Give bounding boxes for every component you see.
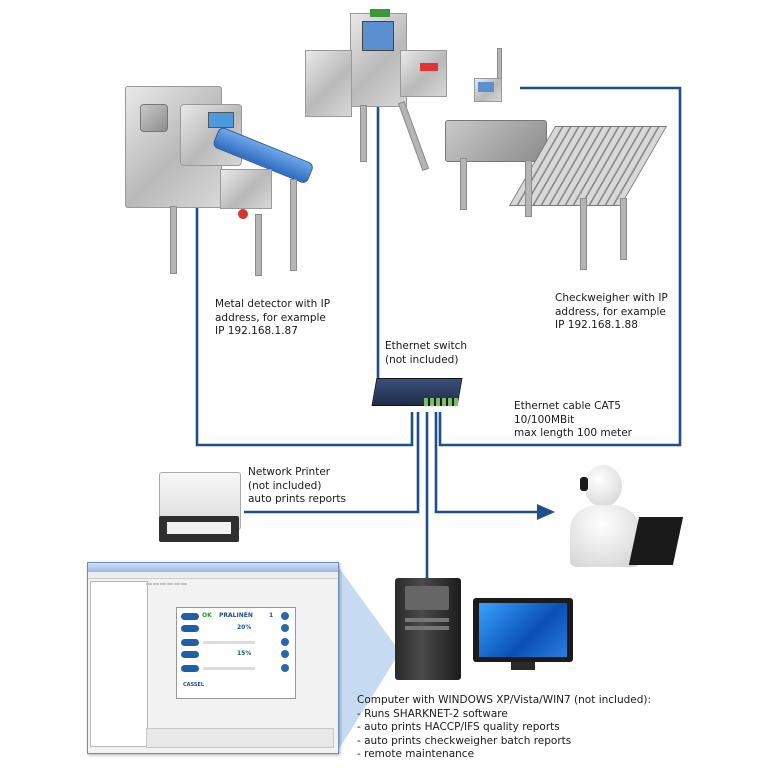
- value-2: 15%: [237, 650, 252, 657]
- window-tabs: [146, 581, 332, 588]
- window-title-bar: [88, 563, 338, 572]
- product-name: PRALINEN: [219, 612, 253, 619]
- device-tree: [90, 581, 148, 747]
- device-panel: OK PRALINEN 1 20% 15% CASSEL: [176, 607, 296, 699]
- computer-label: Computer with WINDOWS XP/Vista/WIN7 (not…: [357, 694, 652, 760]
- metal-detector-label: Metal detector with IP address, for exam…: [215, 298, 331, 337]
- screenshot-callout: [337, 565, 400, 752]
- printer-icon: [155, 460, 243, 548]
- checkweigher-label: Checkweigher with IP address, for exampl…: [555, 292, 668, 331]
- status-ok: OK: [202, 612, 212, 619]
- window-menu-bar: [88, 572, 338, 579]
- metal-detector-cable: [195, 168, 414, 447]
- value-1: 20%: [237, 624, 252, 631]
- window-status-bar: [146, 728, 334, 748]
- product-count: 1: [269, 612, 274, 619]
- network-printer-label: Network Printer (not included) auto prin…: [248, 466, 346, 505]
- computer-tower-icon: [395, 578, 461, 680]
- monitor-icon: [473, 598, 573, 670]
- support-person-icon: [570, 465, 690, 580]
- brand-logo: CASSEL: [183, 682, 205, 688]
- printer-cable: [244, 412, 420, 514]
- remote-arrow-icon: [537, 504, 555, 520]
- inspection-machine: [300, 5, 447, 175]
- remote-cable: [434, 412, 545, 514]
- checkweigher-cable: [438, 86, 682, 447]
- software-screenshot: OK PRALINEN 1 20% 15% CASSEL: [87, 562, 339, 754]
- ethernet-switch-label: Ethernet switch (not included): [385, 340, 468, 366]
- ethernet-cable-label: Ethernet cable CAT5 10/100MBit max lengt…: [514, 400, 632, 439]
- checkweigher-machine: [440, 48, 670, 278]
- ethernet-switch-icon: [371, 378, 463, 412]
- metal-detector-machine: [120, 74, 325, 276]
